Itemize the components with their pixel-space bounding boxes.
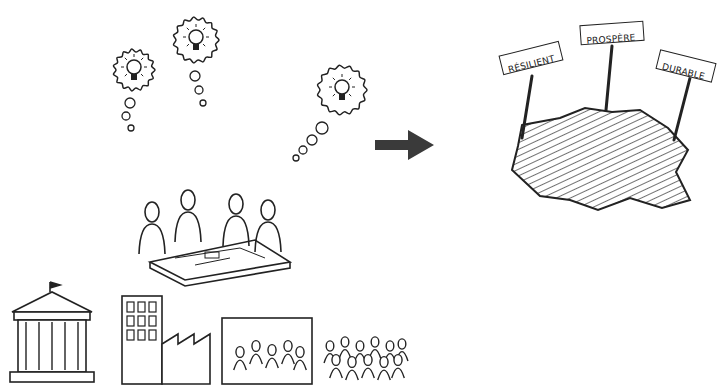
sign-text: PROSPÈRE [586, 32, 636, 45]
sign-board: PROSPÈRE [579, 21, 644, 45]
public-building [10, 282, 94, 382]
people-at-table [139, 190, 281, 254]
meeting-group [150, 240, 290, 286]
map-region [512, 108, 690, 210]
sign-text: RÉSILIENT [507, 53, 556, 74]
crowd [324, 337, 408, 380]
idea-bubbles [113, 17, 367, 161]
people-in-room [234, 341, 307, 370]
building-columns [26, 322, 78, 370]
sign-board: RÉSILIENT [499, 41, 564, 75]
room-frame [222, 318, 312, 384]
arrow-shape [375, 130, 434, 160]
factory-windows [127, 302, 156, 340]
factory [122, 296, 210, 384]
sign-text: DURABLE [661, 61, 706, 81]
sign-board: DURABLE [655, 49, 716, 82]
